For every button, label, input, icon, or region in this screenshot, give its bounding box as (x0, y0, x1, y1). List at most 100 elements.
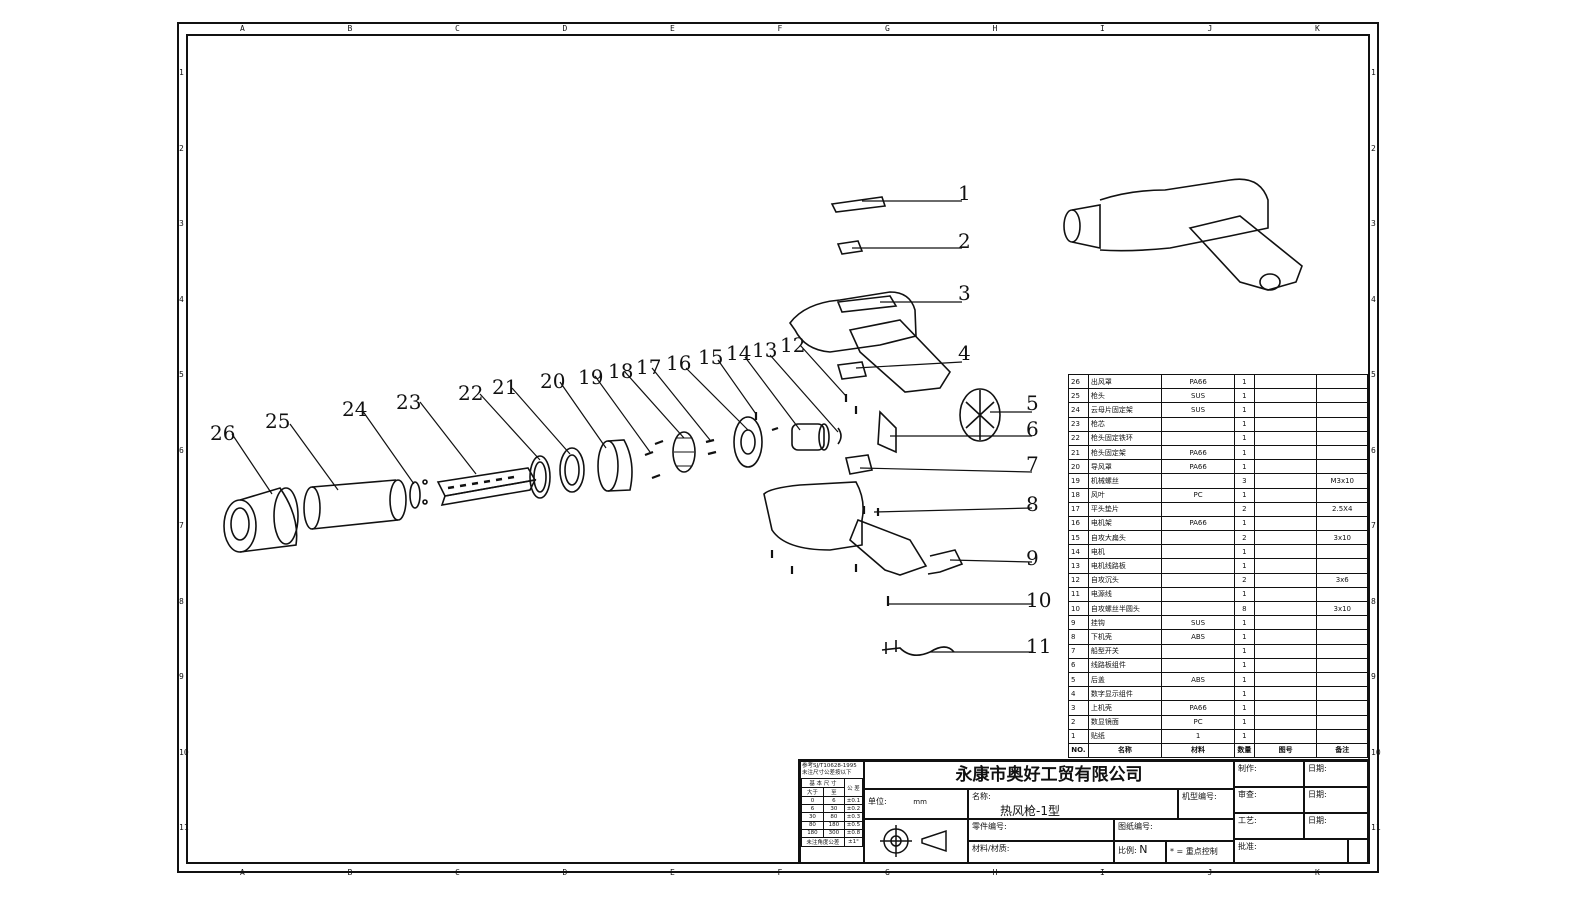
part-10-screws (770, 506, 890, 606)
zone-row-marker: 7 (179, 521, 184, 530)
unit-field: 单位: mm (864, 789, 968, 819)
parts-list-cell-remark (1316, 671, 1368, 688)
callout-label: 21 (492, 375, 517, 399)
part-8-lower-housing (763, 481, 928, 576)
callout-label: 16 (666, 351, 691, 375)
parts-list-cell-material: PA66 (1160, 459, 1236, 475)
tolerance-cell: 180 (801, 828, 824, 838)
tolerance-cell: 80 (801, 820, 824, 830)
parts-list-cell-code (1253, 416, 1318, 432)
callout-labels: 1234567891011121314151617181920212223242… (210, 181, 1051, 658)
part-21-nozzle-holder (559, 447, 585, 493)
parts-list-cell-name: 机械螺丝 (1087, 473, 1163, 489)
parts-list-cell-no: 19 (1068, 473, 1089, 489)
parts-geometry (223, 178, 1303, 656)
parts-list-cell-remark: 3x6 (1316, 572, 1368, 588)
zone-row-marker: 5 (179, 370, 184, 379)
parts-list-cell-qty: 1 (1234, 487, 1255, 503)
callout-label: 6 (1026, 417, 1039, 441)
callout-label: 18 (608, 359, 633, 383)
parts-list-cell-no: 2 (1068, 714, 1089, 730)
parts-list-cell-material (1160, 416, 1236, 432)
parts-list-cell-qty: 1 (1234, 373, 1255, 390)
parts-list-cell-no: 18 (1068, 487, 1089, 503)
drawing-frame (186, 34, 1370, 864)
material-label: 材料/材质: (972, 844, 1010, 853)
parts-list-header: NO. 名称 材料 数量 图号 备注 (1068, 742, 1368, 759)
part-17-washers (705, 438, 717, 456)
zone-col-marker: J (1207, 24, 1213, 33)
drawing-number-field: 图纸编号: (1114, 819, 1234, 841)
zone-col-marker: D (562, 868, 568, 877)
callout-label: 23 (396, 390, 421, 414)
approve-extra-cell (1348, 839, 1368, 864)
parts-list-cell-code (1253, 530, 1318, 546)
parts-list-cell-remark (1316, 700, 1368, 716)
review-date-label: 日期: (1308, 790, 1327, 799)
callout-label: 25 (265, 409, 290, 433)
approve-label: 批准: (1238, 842, 1257, 851)
parts-list-cell-code (1253, 629, 1318, 645)
parts-list-cell-no: 10 (1068, 600, 1089, 617)
parts-list-cell-qty: 1 (1234, 615, 1255, 631)
parts-list-cell-qty: 1 (1234, 686, 1255, 702)
zone-col-marker: F (777, 24, 783, 33)
parts-list-cell-material (1160, 686, 1236, 702)
parts-list-cell-code (1253, 657, 1318, 673)
tolerance-cell: 6 (801, 804, 824, 814)
zone-row-marker: 8 (1371, 596, 1376, 606)
callout-label: 17 (636, 355, 661, 379)
parts-list-cell-code (1253, 473, 1318, 489)
parts-list-cell-code (1253, 444, 1318, 461)
parts-list-cell-no: 5 (1068, 671, 1089, 688)
part-20-air-guide (597, 439, 633, 492)
zone-row-marker: 4 (1371, 294, 1376, 304)
parts-list-cell-no: 11 (1068, 586, 1089, 603)
parts-list-cell-name: 自攻沉头 (1087, 572, 1163, 588)
parts-list-cell-qty: 1 (1234, 657, 1255, 673)
callout-label: 19 (578, 365, 603, 389)
parts-list-cell-remark (1316, 402, 1368, 418)
parts-list-cell-remark (1316, 416, 1368, 432)
review-date-field: 日期: (1304, 787, 1368, 813)
parts-list-cell-material (1160, 586, 1236, 603)
parts-list-cell-name: 数显镜面 (1087, 714, 1163, 730)
zone-col-marker: C (455, 868, 460, 877)
tolerance-cell: ±0.8 (843, 828, 863, 838)
parts-list-cell-remark (1316, 728, 1368, 744)
part-3-upper-housing (789, 291, 952, 393)
part-6-pcb-assembly (877, 410, 897, 454)
parts-list-cell-qty: 1 (1234, 671, 1255, 688)
parts-list-cell-material (1160, 501, 1236, 517)
parts-list-cell-qty: 2 (1234, 530, 1255, 546)
parts-list-cell-qty: 1 (1234, 558, 1255, 574)
made-by-field: 制作: (1234, 761, 1304, 787)
parts-list-cell-qty: 1 (1234, 700, 1255, 716)
part-12-screws (844, 394, 858, 414)
zone-col-marker: K (1315, 868, 1320, 877)
parts-list-cell-qty: 1 (1234, 544, 1255, 560)
parts-list-cell-remark (1316, 558, 1368, 574)
callout-label: 2 (958, 229, 971, 253)
model-field: 机型编号: (1178, 789, 1234, 819)
parts-list-cell-code (1253, 586, 1318, 603)
callout-label: 12 (780, 333, 805, 357)
zone-col-marker: I (1100, 868, 1105, 877)
parts-list-cell-name: 枪头固定架 (1087, 444, 1163, 461)
parts-list-cell-material: PA66 (1160, 700, 1236, 716)
parts-list-cell-qty: 2 (1234, 501, 1255, 517)
zone-row-marker: 2 (1371, 143, 1376, 153)
parts-list-cell-material: PA66 (1160, 373, 1236, 390)
